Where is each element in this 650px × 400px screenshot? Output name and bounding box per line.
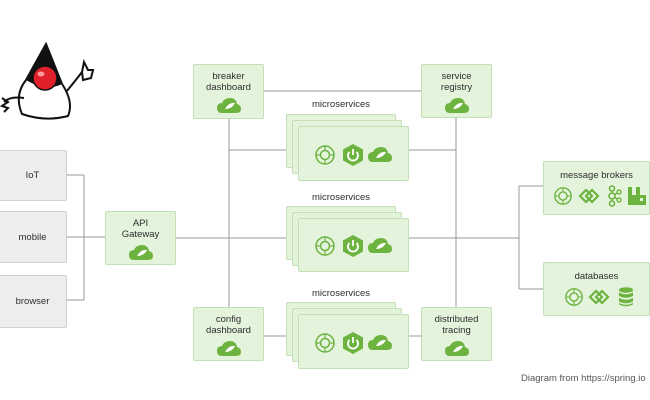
rabbitmq-icon xyxy=(628,187,646,205)
spring-cloud-icon xyxy=(128,245,153,260)
spring-leaf-icon xyxy=(565,288,583,306)
config-label-line1: config xyxy=(215,314,242,325)
breaker-dashboard-box: breaker dashboard xyxy=(193,64,264,119)
spring-leaf-icon xyxy=(315,333,335,353)
spring-leaf-icon xyxy=(554,187,572,205)
gateway-label-line1: API xyxy=(132,218,149,229)
gateway-label-line2: Gateway xyxy=(121,229,160,240)
microservice-card xyxy=(298,126,409,181)
spring-cloud-icon xyxy=(368,238,392,253)
spring-cloud-icon xyxy=(216,98,241,113)
spring-cloud-icon xyxy=(368,335,392,350)
spring-cloud-stream-icon xyxy=(578,188,600,204)
distributed-tracing-box: distributed tracing xyxy=(421,307,492,361)
tracing-label-line1: distributed xyxy=(434,314,479,325)
config-dashboard-box: config dashboard xyxy=(193,307,264,361)
database-icon xyxy=(619,287,633,307)
duke-mascot xyxy=(0,41,95,120)
kafka-icon xyxy=(608,185,622,207)
api-gateway-box: API Gateway xyxy=(105,211,176,265)
databases-box: databases xyxy=(543,262,650,316)
client-label: IoT xyxy=(25,170,40,181)
registry-label-line1: service xyxy=(441,71,472,82)
registry-label-line2: registry xyxy=(440,82,473,93)
message-brokers-box: message brokers xyxy=(543,161,650,215)
microservice-card xyxy=(298,218,409,272)
client-browser: browser xyxy=(0,275,67,328)
client-label: browser xyxy=(15,296,50,307)
client-mobile: mobile xyxy=(0,211,67,263)
microservices-label: microservices xyxy=(311,99,371,110)
spring-cloud-icon xyxy=(444,341,469,356)
spring-leaf-icon xyxy=(315,236,335,256)
client-iot: IoT xyxy=(0,150,67,201)
spring-boot-icon xyxy=(343,235,363,257)
client-label: mobile xyxy=(18,231,47,243)
spring-boot-icon xyxy=(343,332,363,354)
spring-leaf-icon xyxy=(315,145,335,165)
tracing-label-line2: tracing xyxy=(442,325,471,336)
breaker-label-line2: dashboard xyxy=(206,82,251,93)
spring-cloud-icon xyxy=(444,98,469,113)
spring-data-icon xyxy=(588,289,610,305)
source-caption: Diagram from https://spring.io xyxy=(521,373,646,384)
service-registry-box: service registry xyxy=(421,64,492,118)
spring-cloud-icon xyxy=(216,341,241,356)
config-label-line2: dashboard xyxy=(206,325,251,336)
microservice-card xyxy=(298,314,409,369)
spring-cloud-icon xyxy=(368,147,392,162)
brokers-label: message brokers xyxy=(560,170,633,181)
breaker-label-line1: breaker xyxy=(212,71,245,82)
databases-label: databases xyxy=(574,271,619,282)
spring-boot-icon xyxy=(343,144,363,166)
microservices-label: microservices xyxy=(311,288,371,299)
microservices-label: microservices xyxy=(311,192,371,203)
